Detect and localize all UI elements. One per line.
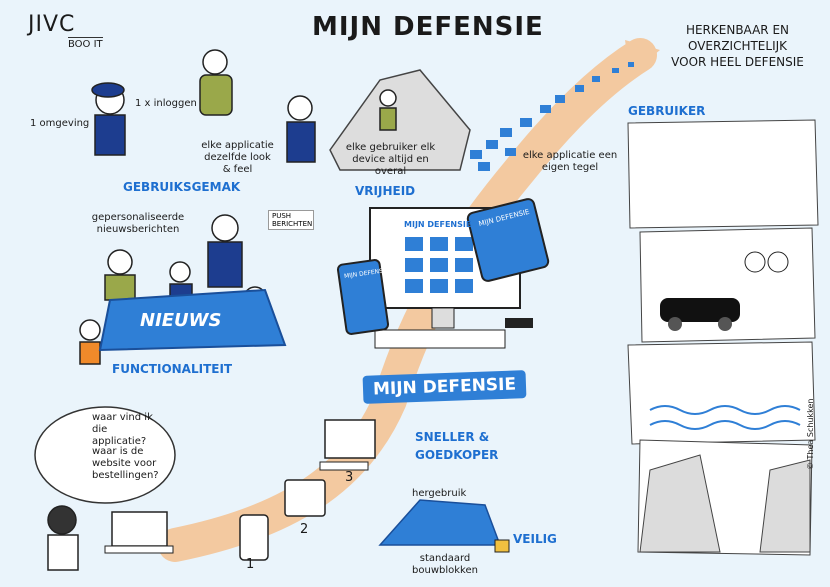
tablet-step-icon — [284, 479, 326, 517]
clock-icon — [744, 251, 766, 273]
car-icon — [660, 298, 740, 322]
heading-gebruiker: GEBRUIKER — [628, 104, 706, 118]
note-inloggen: 1 x inloggen — [135, 98, 197, 109]
heading-vrijheid: VRIJHEID — [355, 184, 416, 198]
mountain-icon — [329, 69, 471, 171]
tablet-icon — [466, 198, 550, 282]
question-1: waar vind ik die applicatie? — [92, 412, 153, 447]
step-1: 1 — [246, 557, 255, 572]
phone-icon — [336, 259, 390, 335]
thought-cloud-icon — [34, 406, 176, 504]
keyboard-icon — [374, 329, 506, 349]
tiles-icon — [470, 62, 634, 171]
step-2: 2 — [300, 522, 309, 537]
step-3: 3 — [345, 470, 354, 485]
note-tegel: elke applicatie een eigen tegel — [522, 150, 618, 173]
brick-wall-icon — [378, 499, 502, 546]
page-title: MIJN DEFENSIE — [312, 12, 544, 42]
desktop-step-icon — [324, 419, 376, 459]
cliff-icon — [639, 454, 811, 553]
monitor-tiles-icon — [405, 237, 473, 293]
logo-sub: BOO IT — [68, 37, 103, 50]
phone-step-icon — [239, 514, 269, 561]
tagline: HERKENBAAR EN OVERZICHTELIJK VOOR HEEL D… — [671, 23, 804, 69]
push-tag: PUSH BERICHTEN — [268, 210, 314, 230]
note-look-feel: elke applicatie dezelfde look & feel — [201, 140, 274, 175]
padlock-icon — [494, 539, 510, 553]
note-nieuws: gepersonaliseerde nieuwsberichten — [91, 212, 185, 235]
water-icon — [649, 405, 801, 415]
note-omgeving: 1 omgeving — [30, 118, 90, 129]
logo-main: JIVC — [28, 12, 76, 37]
question-2: waar is de website voor bestellingen? — [92, 446, 159, 481]
laptop-icon — [111, 511, 168, 547]
credit: © Thea Schukken — [806, 398, 815, 470]
heading-sneller: SNELLER & GOEDKOPER — [415, 430, 499, 462]
heading-veilig: VEILIG — [513, 532, 557, 546]
monitor-screen-label: MIJN DEFENSIE — [404, 220, 472, 229]
note-device: elke gebruiker elk device altijd en over… — [345, 142, 436, 177]
heading-gebruiksgemak: GEBRUIKSGEMAK — [123, 180, 241, 194]
mijn-defensie-banner: MIJN DEFENSIE — [362, 370, 527, 404]
news-mat-label: NIEUWS — [140, 310, 222, 331]
note-bouwblokken: standaard bouwblokken — [412, 553, 478, 576]
heading-functionaliteit: FUNCTIONALITEIT — [112, 362, 233, 376]
note-hergebruik: hergebruik — [412, 488, 467, 499]
news-mat — [98, 288, 287, 352]
jivc-logo: JIVC BOO IT — [28, 12, 103, 50]
